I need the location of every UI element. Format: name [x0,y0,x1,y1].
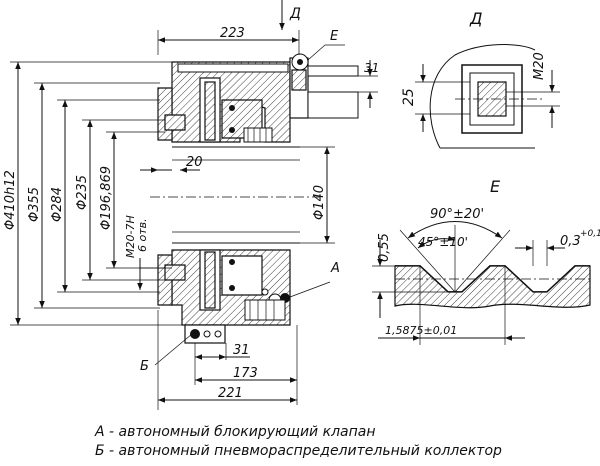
view-e-depth: 0,55 [377,233,392,262]
dim-20: 20 [186,155,203,170]
dim-dia-235: Φ235 [75,175,90,210]
dim-dia-196: Φ196,869 [99,166,114,230]
dim-dia-410: Φ410h12 [3,170,18,230]
view-e-flat: 0,3 [560,234,581,249]
thread-note-2: 6 отв. [136,218,149,252]
view-d-arrow-label: Д [289,6,301,22]
dimension-lines [10,0,378,410]
legend-line-b: Б - автономный пневмораспределительный к… [95,443,502,459]
main-dimension-labels: 223 Д Е 31 Φ410h12 Φ355 Φ284 Φ235 Φ196,8… [3,6,379,401]
view-e-title: Е [490,177,501,196]
legend-line-a: А - автономный блокирующий клапан [95,424,376,440]
callout-e-label: Е [330,29,339,44]
dim-31-bottom: 31 [233,343,250,358]
dim-dia-284: Φ284 [50,187,65,222]
view-d: Д 25 M20 [401,9,560,149]
dim-223: 223 [220,26,245,41]
view-e-flat-tol: +0,1 [580,229,600,239]
manifold-b-label: Б [140,359,149,374]
view-d-thread-m20: M20 [532,52,547,80]
view-e: Е 90°±20' 45°±10' 0,55 0,3 +0,1 1,58 [372,177,600,345]
main-section-view [150,53,359,344]
dim-221: 221 [218,386,243,401]
dim-dia-355: Φ355 [27,187,42,222]
view-d-dim-25: 25 [401,88,417,106]
thread-note-1: M20-7H [124,215,137,258]
view-d-title: Д [469,9,483,28]
view-e-angle-total: 90°±20' [430,207,484,222]
view-e-pitch: 1,5875±0,01 [385,324,457,337]
dim-173: 173 [233,366,258,381]
dim-31-top: 31 [364,61,379,75]
view-e-angle-half: 45°±10' [418,235,468,249]
valve-a-label: А [330,261,340,276]
dim-dia-140: Φ140 [312,185,327,220]
